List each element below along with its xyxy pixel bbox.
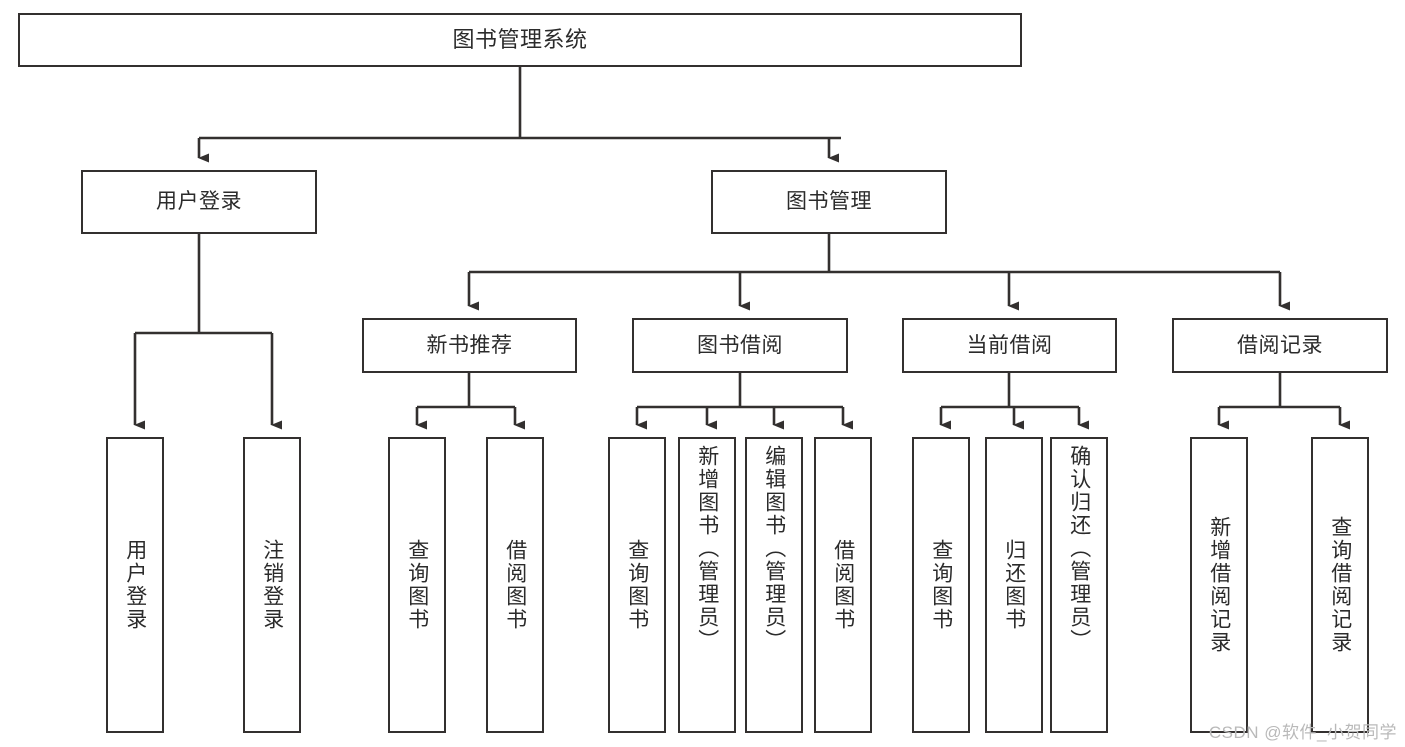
leaf-text-wrap: 归还图书 bbox=[987, 439, 1041, 731]
leaf-query-book-3[interactable]: 查询图书 bbox=[912, 437, 970, 733]
leaf-query-book-1-label: 查询图书 bbox=[405, 539, 429, 631]
leaf-edit-book-label: 编辑图书（管理员） bbox=[762, 445, 786, 652]
node-current-borrow-label: 当前借阅 bbox=[966, 333, 1053, 357]
leaf-text-wrap: 新增图书（管理员） bbox=[680, 439, 734, 731]
node-book-manage[interactable]: 图书管理 bbox=[711, 170, 947, 234]
leaf-text-wrap: 编辑图书（管理员） bbox=[747, 439, 801, 731]
leaf-text-wrap: 查询借阅记录 bbox=[1313, 439, 1367, 731]
leaf-user-login-label: 用户登录 bbox=[123, 539, 147, 631]
connector-root-to-level2 bbox=[197, 67, 841, 163]
leaf-confirm-return-label: 确认归还（管理员） bbox=[1067, 445, 1091, 652]
node-borrow-record[interactable]: 借阅记录 bbox=[1172, 318, 1388, 373]
node-current-borrow[interactable]: 当前借阅 bbox=[902, 318, 1117, 373]
connector-userlogin-to-leaves bbox=[133, 234, 282, 430]
connector-newbook-to-leaves bbox=[415, 373, 525, 430]
leaf-text-wrap: 查询图书 bbox=[914, 439, 968, 731]
leaf-text-wrap: 确认归还（管理员） bbox=[1052, 439, 1106, 731]
leaf-query-book-2-label: 查询图书 bbox=[625, 539, 649, 631]
leaf-borrow-book-2[interactable]: 借阅图书 bbox=[814, 437, 872, 733]
leaf-query-book-3-label: 查询图书 bbox=[929, 539, 953, 631]
leaf-borrow-book-2-label: 借阅图书 bbox=[831, 539, 855, 631]
connector-borrowrecord-to-leaves bbox=[1217, 373, 1350, 430]
leaf-borrow-book-1-label: 借阅图书 bbox=[503, 539, 527, 631]
node-root-label: 图书管理系统 bbox=[452, 26, 588, 52]
leaf-confirm-return[interactable]: 确认归还（管理员） bbox=[1050, 437, 1108, 733]
leaf-text-wrap: 查询图书 bbox=[390, 439, 444, 731]
node-borrow-record-label: 借阅记录 bbox=[1237, 333, 1323, 357]
leaf-query-record-label: 查询借阅记录 bbox=[1328, 516, 1352, 654]
node-root[interactable]: 图书管理系统 bbox=[18, 13, 1022, 67]
node-book-borrow-label: 图书借阅 bbox=[697, 333, 783, 357]
leaf-user-logout-label: 注销登录 bbox=[260, 539, 284, 631]
leaf-text-wrap: 借阅图书 bbox=[488, 439, 542, 731]
leaf-user-logout[interactable]: 注销登录 bbox=[243, 437, 301, 733]
csdn-watermark: CSDN @软件_小贺同学 bbox=[1208, 723, 1397, 742]
leaf-add-book[interactable]: 新增图书（管理员） bbox=[678, 437, 736, 733]
leaf-add-record-label: 新增借阅记录 bbox=[1207, 516, 1231, 654]
connector-bookmanage-to-level3 bbox=[467, 234, 1290, 311]
node-user-login[interactable]: 用户登录 bbox=[81, 170, 317, 234]
leaf-edit-book[interactable]: 编辑图书（管理员） bbox=[745, 437, 803, 733]
leaf-return-book[interactable]: 归还图书 bbox=[985, 437, 1043, 733]
leaf-return-book-label: 归还图书 bbox=[1002, 539, 1026, 631]
leaf-text-wrap: 注销登录 bbox=[245, 439, 299, 731]
leaf-user-login[interactable]: 用户登录 bbox=[106, 437, 164, 733]
leaf-text-wrap: 查询图书 bbox=[610, 439, 664, 731]
leaf-query-book-2[interactable]: 查询图书 bbox=[608, 437, 666, 733]
leaf-text-wrap: 用户登录 bbox=[108, 439, 162, 731]
leaf-add-book-label: 新增图书（管理员） bbox=[695, 445, 719, 652]
leaf-query-book-1[interactable]: 查询图书 bbox=[388, 437, 446, 733]
node-user-login-label: 用户登录 bbox=[156, 190, 242, 214]
leaf-query-record[interactable]: 查询借阅记录 bbox=[1311, 437, 1369, 733]
node-new-book-rec-label: 新书推荐 bbox=[426, 333, 513, 357]
node-book-borrow[interactable]: 图书借阅 bbox=[632, 318, 848, 373]
leaf-text-wrap: 新增借阅记录 bbox=[1192, 439, 1246, 731]
connector-currentborrow-to-leaves bbox=[939, 373, 1089, 430]
connector-bookborrow-to-leaves bbox=[635, 373, 853, 430]
leaf-borrow-book-1[interactable]: 借阅图书 bbox=[486, 437, 544, 733]
leaf-add-record[interactable]: 新增借阅记录 bbox=[1190, 437, 1248, 733]
node-book-manage-label: 图书管理 bbox=[786, 190, 872, 214]
leaf-text-wrap: 借阅图书 bbox=[816, 439, 870, 731]
node-new-book-rec[interactable]: 新书推荐 bbox=[362, 318, 577, 373]
